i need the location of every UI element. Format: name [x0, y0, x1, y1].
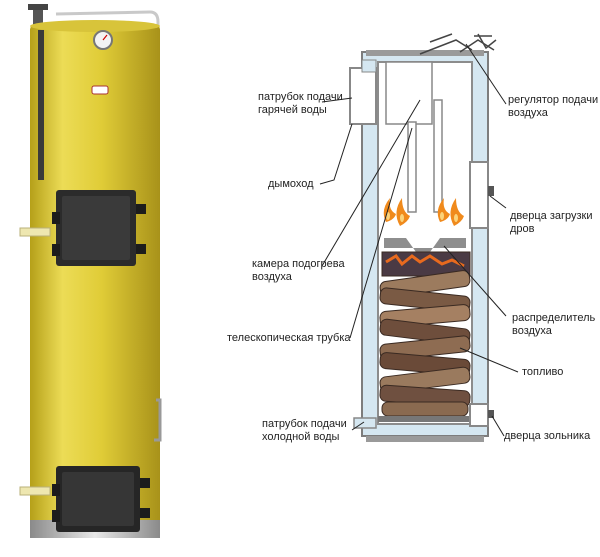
label-hot-water-pipe: патрубок подачи гарячей воды: [258, 91, 343, 116]
hot-water-pipe: [349, 67, 377, 125]
photo-cylinder-body: [30, 24, 160, 536]
ash-door: [469, 403, 489, 427]
photo-top-handle: [55, 10, 160, 40]
telescopic-tube-right: [433, 99, 443, 213]
label-chimney: дымоход: [268, 178, 314, 190]
telescopic-tube-left: [407, 121, 417, 213]
label-air-regulator: регулятор подачи воздуха: [508, 94, 599, 119]
cold-water-pipe: [353, 417, 377, 429]
photo-side-pipe: [38, 30, 44, 180]
label-ash-door: дверца зольника: [504, 430, 591, 442]
air-regulator-rods: [419, 33, 497, 55]
label-cold-water-pipe: патрубок подачи холодной воды: [262, 418, 347, 443]
chimney-channel: [385, 61, 433, 125]
photo-water-pipe-lower: [19, 486, 51, 496]
label-fuel: топливо: [522, 366, 564, 378]
photo-logo: [91, 85, 109, 95]
leader-lines: [319, 43, 519, 437]
top-plate: [366, 50, 484, 56]
label-telescopic-tube: телескопическая трубка: [227, 332, 351, 344]
label-air-distributor: распределитель воздуха: [512, 312, 596, 337]
photo-side-valve: [154, 398, 162, 442]
air-distributor: [384, 238, 466, 252]
label-wood-loading-door: дверца загрузки дров: [510, 210, 593, 235]
grate: [378, 416, 472, 422]
loading-door: [469, 161, 489, 229]
label-air-preheat-chamber: камера подогрева воздуха: [252, 258, 345, 283]
base-plate: [366, 436, 484, 442]
fuel-logs: [379, 251, 471, 417]
photo-water-pipe-upper: [19, 227, 51, 237]
photo-flue-pipe: [33, 6, 43, 36]
